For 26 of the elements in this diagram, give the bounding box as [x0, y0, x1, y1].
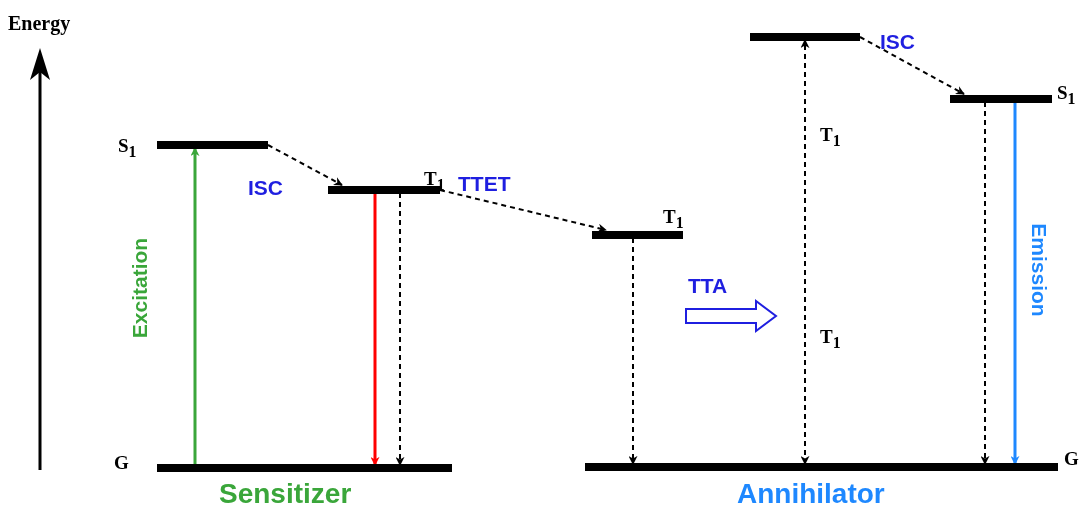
group-label: Sensitizer — [219, 478, 352, 510]
energy-axis-label: Energy — [8, 12, 71, 35]
arrow — [370, 193, 380, 466]
edge-label: Excitation — [128, 237, 153, 339]
level-label: T$_{1}$ — [663, 206, 684, 232]
arrow — [190, 147, 200, 465]
edge-label: ISC — [880, 30, 915, 54]
process-label: TTA — [688, 274, 728, 298]
arrow — [980, 101, 990, 465]
arrow — [800, 39, 810, 465]
arrow — [267, 144, 343, 186]
level-label: T$_{1}$ — [820, 124, 841, 150]
arrow — [1010, 102, 1020, 465]
level-label: G — [114, 452, 129, 474]
arrow — [628, 237, 638, 465]
edge-label: TTET — [458, 172, 511, 196]
level-label: G — [1064, 448, 1079, 470]
level-label: S$_{1}$ — [1057, 82, 1076, 108]
edge-label: ISC — [248, 176, 283, 200]
arrow — [439, 189, 607, 233]
edge-label: Emission — [1026, 223, 1051, 317]
level-label: T$_{1}$ — [820, 326, 841, 352]
level-label: S$_{1}$ — [118, 135, 137, 161]
arrow — [859, 36, 965, 95]
arrow — [395, 192, 405, 466]
group-label: Annihilator — [737, 478, 885, 510]
